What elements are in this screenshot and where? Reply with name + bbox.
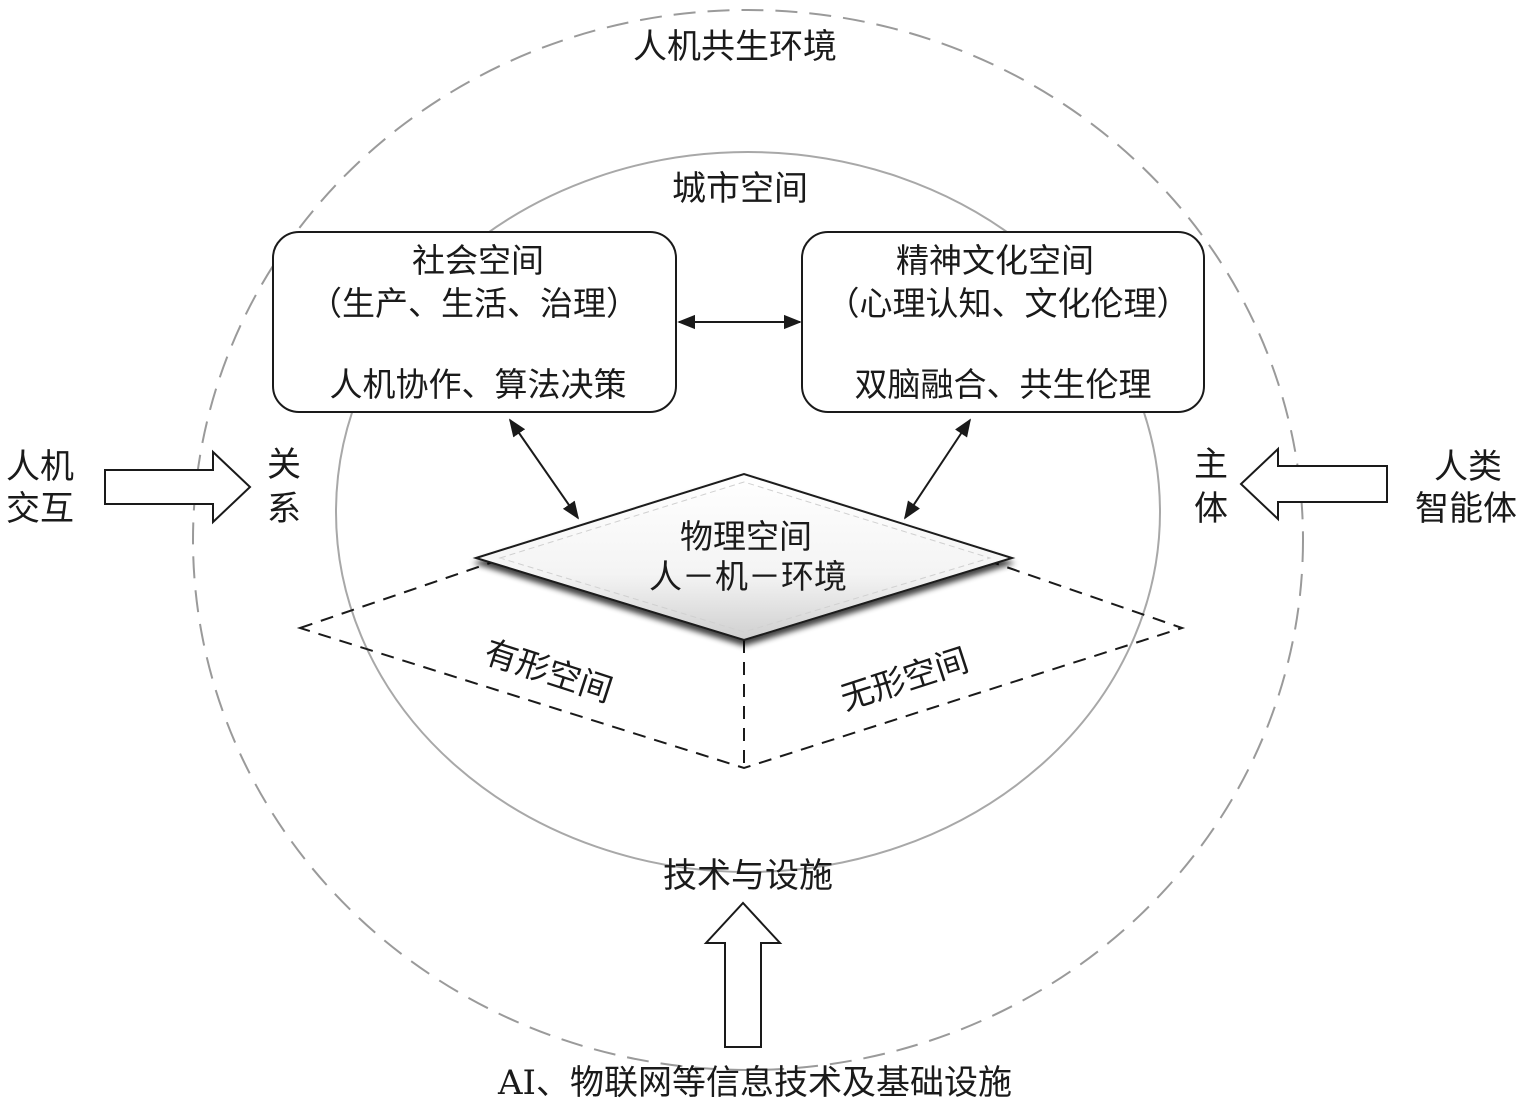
right-input-line1: 人类: [1434, 447, 1502, 487]
social-space-title: 社会空间: [412, 241, 544, 280]
spiritual-physical-arrow: [904, 418, 971, 520]
city-space-title: 城市空间: [672, 169, 808, 209]
environment-outer-ellipse: [192, 9, 1304, 1071]
bottom-input-hollow-arrow: [703, 901, 783, 1048]
left-input-line1: 人机: [6, 447, 74, 487]
environment-title: 人机共生环境: [633, 27, 837, 67]
intangible-space-label: 无形空间: [836, 640, 974, 718]
physical-space-diamond-inner: [498, 481, 992, 633]
social-space-subtitle: （生产、生活、治理）: [309, 284, 639, 323]
spiritual-space-subtitle: （心理认知、文化伦理）: [827, 284, 1190, 323]
physical-space-diamond: [472, 472, 1016, 642]
city-space-ellipse: [335, 151, 1161, 873]
spiritual-space-title: 精神文化空间: [896, 241, 1094, 280]
bottom-target-label: 技术与设施: [663, 856, 833, 896]
physical-space-title: 物理空间: [680, 517, 812, 556]
physical-space-subtitle: 人－机－环境: [649, 557, 847, 596]
right-target-line2: 体: [1194, 489, 1228, 529]
left-input-line2: 交互: [6, 489, 74, 529]
spiritual-space-feature: 双脑融合、共生伦理: [855, 365, 1152, 404]
right-target-line1: 主: [1194, 445, 1228, 485]
left-target-line2: 系: [267, 489, 301, 529]
spiritual-space-box: [801, 231, 1205, 413]
left-target-line1: 关: [267, 445, 301, 485]
social-physical-arrow: [508, 418, 580, 520]
social-space-feature: 人机协作、算法决策: [330, 365, 627, 404]
bottom-source-label: AI、物联网等信息技术及基础设施: [497, 1063, 1012, 1103]
left-input-hollow-arrow: [104, 449, 252, 525]
social-space-box: [272, 231, 677, 413]
tangible-space-label: 有形空间: [480, 632, 618, 710]
right-input-hollow-arrow: [1239, 446, 1388, 522]
right-input-line2: 智能体: [1415, 489, 1517, 529]
